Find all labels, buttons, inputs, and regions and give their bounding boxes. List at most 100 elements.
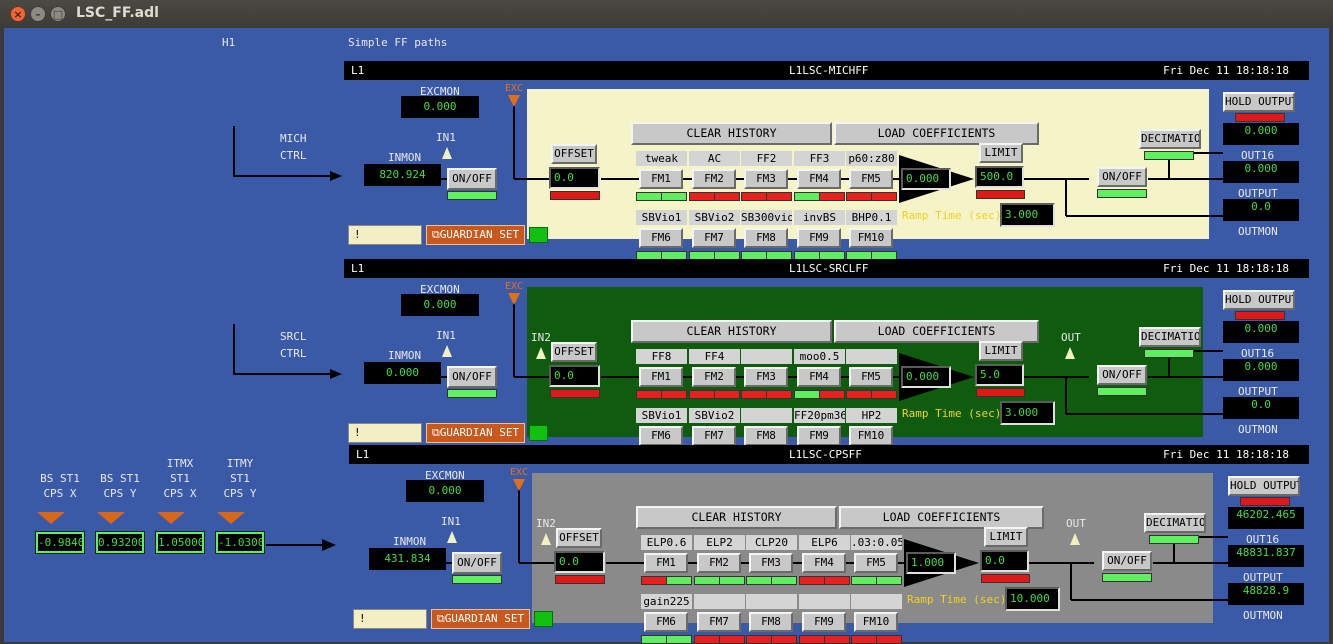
fm8-button[interactable]: FM8 bbox=[744, 228, 788, 248]
limit-button[interactable]: LIMIT bbox=[984, 527, 1028, 547]
decimation-button[interactable]: DECIMATION bbox=[1144, 513, 1206, 533]
gain-input[interactable]: 1.000 bbox=[906, 552, 956, 574]
exception-field[interactable]: ! bbox=[348, 423, 422, 443]
fm2-button[interactable]: FM2 bbox=[697, 553, 741, 573]
ramp-time-input[interactable]: 3.000 bbox=[1000, 203, 1055, 227]
limit-input[interactable]: 0.0 bbox=[980, 550, 1029, 572]
fm1-button[interactable]: FM1 bbox=[639, 169, 683, 189]
out16-readout: 0.000 bbox=[1223, 123, 1299, 145]
fm9-button[interactable]: FM9 bbox=[797, 228, 841, 248]
fm5-button[interactable]: FM5 bbox=[849, 169, 893, 189]
fm4-button[interactable]: FM4 bbox=[797, 169, 841, 189]
close-window-button[interactable]: × bbox=[10, 6, 26, 22]
cps-label: BS ST1 bbox=[100, 472, 140, 485]
fm6-button[interactable]: FM6 bbox=[644, 612, 688, 632]
fm8-button[interactable]: FM8 bbox=[749, 612, 793, 632]
load-coefficients-button[interactable]: LOAD COEFFICIENTS bbox=[839, 506, 1044, 529]
cps-arrow-icon bbox=[37, 512, 65, 524]
fm5-button[interactable]: FM5 bbox=[854, 553, 898, 573]
input-status-led bbox=[447, 191, 497, 200]
fm10-button[interactable]: FM10 bbox=[849, 228, 893, 248]
fm4-button[interactable]: FM4 bbox=[797, 367, 841, 387]
hold-output-button[interactable]: HOLD OUTPUT bbox=[1228, 476, 1300, 496]
minimize-window-button[interactable]: – bbox=[30, 6, 46, 22]
fm7-button[interactable]: FM7 bbox=[692, 228, 736, 248]
gain-input[interactable]: 0.000 bbox=[901, 168, 951, 190]
fm1-button[interactable]: FM1 bbox=[644, 553, 688, 573]
offset-button[interactable]: OFFSET bbox=[551, 144, 597, 164]
ifo-label: L1 bbox=[351, 262, 365, 275]
guardian-set-button[interactable]: ⧉GUARDIAN SET bbox=[426, 225, 525, 245]
input-onoff-button[interactable]: ON/OFF bbox=[452, 552, 502, 574]
in1-label: IN1 bbox=[436, 329, 456, 342]
fm2-button[interactable]: FM2 bbox=[692, 169, 736, 189]
out16-readout: 46202.465 bbox=[1228, 507, 1304, 529]
fm-status-led bbox=[824, 576, 850, 585]
decimation-status-led bbox=[1144, 349, 1194, 358]
output-onoff-button[interactable]: ON/OFF bbox=[1097, 365, 1147, 385]
clear-history-button[interactable]: CLEAR HISTORY bbox=[636, 506, 837, 529]
excmon-readout: 0.000 bbox=[401, 294, 479, 316]
input-onoff-button[interactable]: ON/OFF bbox=[447, 168, 497, 190]
gain-input[interactable]: 0.000 bbox=[901, 366, 951, 388]
offset-button[interactable]: OFFSET bbox=[551, 342, 597, 362]
fm3-button[interactable]: FM3 bbox=[744, 169, 788, 189]
offset-button[interactable]: OFFSET bbox=[556, 528, 602, 548]
exc-arrow-icon bbox=[513, 479, 525, 491]
guardian-icon: ⧉ bbox=[436, 612, 445, 625]
ramp-time-input[interactable]: 3.000 bbox=[1000, 401, 1055, 425]
decimation-button[interactable]: DECIMATION bbox=[1139, 327, 1201, 347]
fm10-button[interactable]: FM10 bbox=[854, 612, 898, 632]
fm2-button[interactable]: FM2 bbox=[692, 367, 736, 387]
input-onoff-button[interactable]: ON/OFF bbox=[447, 366, 497, 388]
fm5-button[interactable]: FM5 bbox=[849, 367, 893, 387]
limit-button[interactable]: LIMIT bbox=[979, 143, 1023, 163]
fm6-button[interactable]: FM6 bbox=[639, 228, 683, 248]
cps-label: ST1 bbox=[230, 472, 250, 485]
cps-value-input[interactable]: -0.9840 bbox=[38, 534, 82, 551]
cps-label: BS ST1 bbox=[40, 472, 80, 485]
cps-value-input[interactable]: 1.05000 bbox=[158, 534, 202, 551]
output-onoff-button[interactable]: ON/OFF bbox=[1102, 551, 1152, 571]
offset-input[interactable]: 0.0 bbox=[549, 167, 600, 189]
fm-status-led bbox=[766, 390, 792, 399]
fm3-button[interactable]: FM3 bbox=[744, 367, 788, 387]
exception-field[interactable]: ! bbox=[348, 225, 422, 245]
maximize-window-button[interactable]: □ bbox=[50, 6, 66, 22]
cps-label: ITMY bbox=[226, 457, 254, 470]
cps-value-frame: 0.93200 bbox=[95, 531, 145, 554]
clear-history-button[interactable]: CLEAR HISTORY bbox=[631, 320, 832, 343]
guardian-set-button[interactable]: ⧉GUARDIAN SET bbox=[431, 609, 530, 629]
cps-value-input[interactable]: -1.0300 bbox=[218, 534, 262, 551]
hold-output-button[interactable]: HOLD OUTPUT bbox=[1223, 92, 1295, 112]
inmon-readout: 820.924 bbox=[364, 164, 441, 186]
decimation-button[interactable]: DECIMATION bbox=[1139, 129, 1201, 149]
outmon-label: OUTMON bbox=[1238, 225, 1278, 238]
ramp-time-input[interactable]: 10.000 bbox=[1005, 587, 1060, 611]
offset-input[interactable]: 0.0 bbox=[554, 551, 605, 573]
clear-history-button[interactable]: CLEAR HISTORY bbox=[631, 122, 832, 145]
cps-arrow-icon bbox=[217, 512, 245, 524]
fm7-button[interactable]: FM7 bbox=[697, 612, 741, 632]
limit-input[interactable]: 5.0 bbox=[975, 364, 1024, 386]
fm1-button[interactable]: FM1 bbox=[639, 367, 683, 387]
hold-output-button[interactable]: HOLD OUTPUT bbox=[1223, 290, 1295, 310]
offset-input[interactable]: 0.0 bbox=[549, 365, 600, 387]
limit-input[interactable]: 500.0 bbox=[975, 166, 1024, 188]
fm9-button[interactable]: FM9 bbox=[802, 612, 846, 632]
guardian-set-button[interactable]: ⧉GUARDIAN SET bbox=[426, 423, 525, 443]
fm3-button[interactable]: FM3 bbox=[749, 553, 793, 573]
offset-status-led bbox=[550, 389, 600, 398]
exception-field[interactable]: ! bbox=[353, 609, 427, 629]
output-onoff-button[interactable]: ON/OFF bbox=[1097, 167, 1147, 187]
cps-value-input[interactable]: 0.93200 bbox=[98, 534, 142, 551]
limit-button[interactable]: LIMIT bbox=[979, 341, 1023, 361]
output-label: OUTPUT bbox=[1243, 571, 1283, 584]
load-coefficients-button[interactable]: LOAD COEFFICIENTS bbox=[834, 320, 1039, 343]
load-coefficients-button[interactable]: LOAD COEFFICIENTS bbox=[834, 122, 1039, 145]
fm4-button[interactable]: FM4 bbox=[802, 553, 846, 573]
fm9-button[interactable]: FM9 bbox=[797, 426, 841, 446]
cps-label: ST1 bbox=[170, 472, 190, 485]
